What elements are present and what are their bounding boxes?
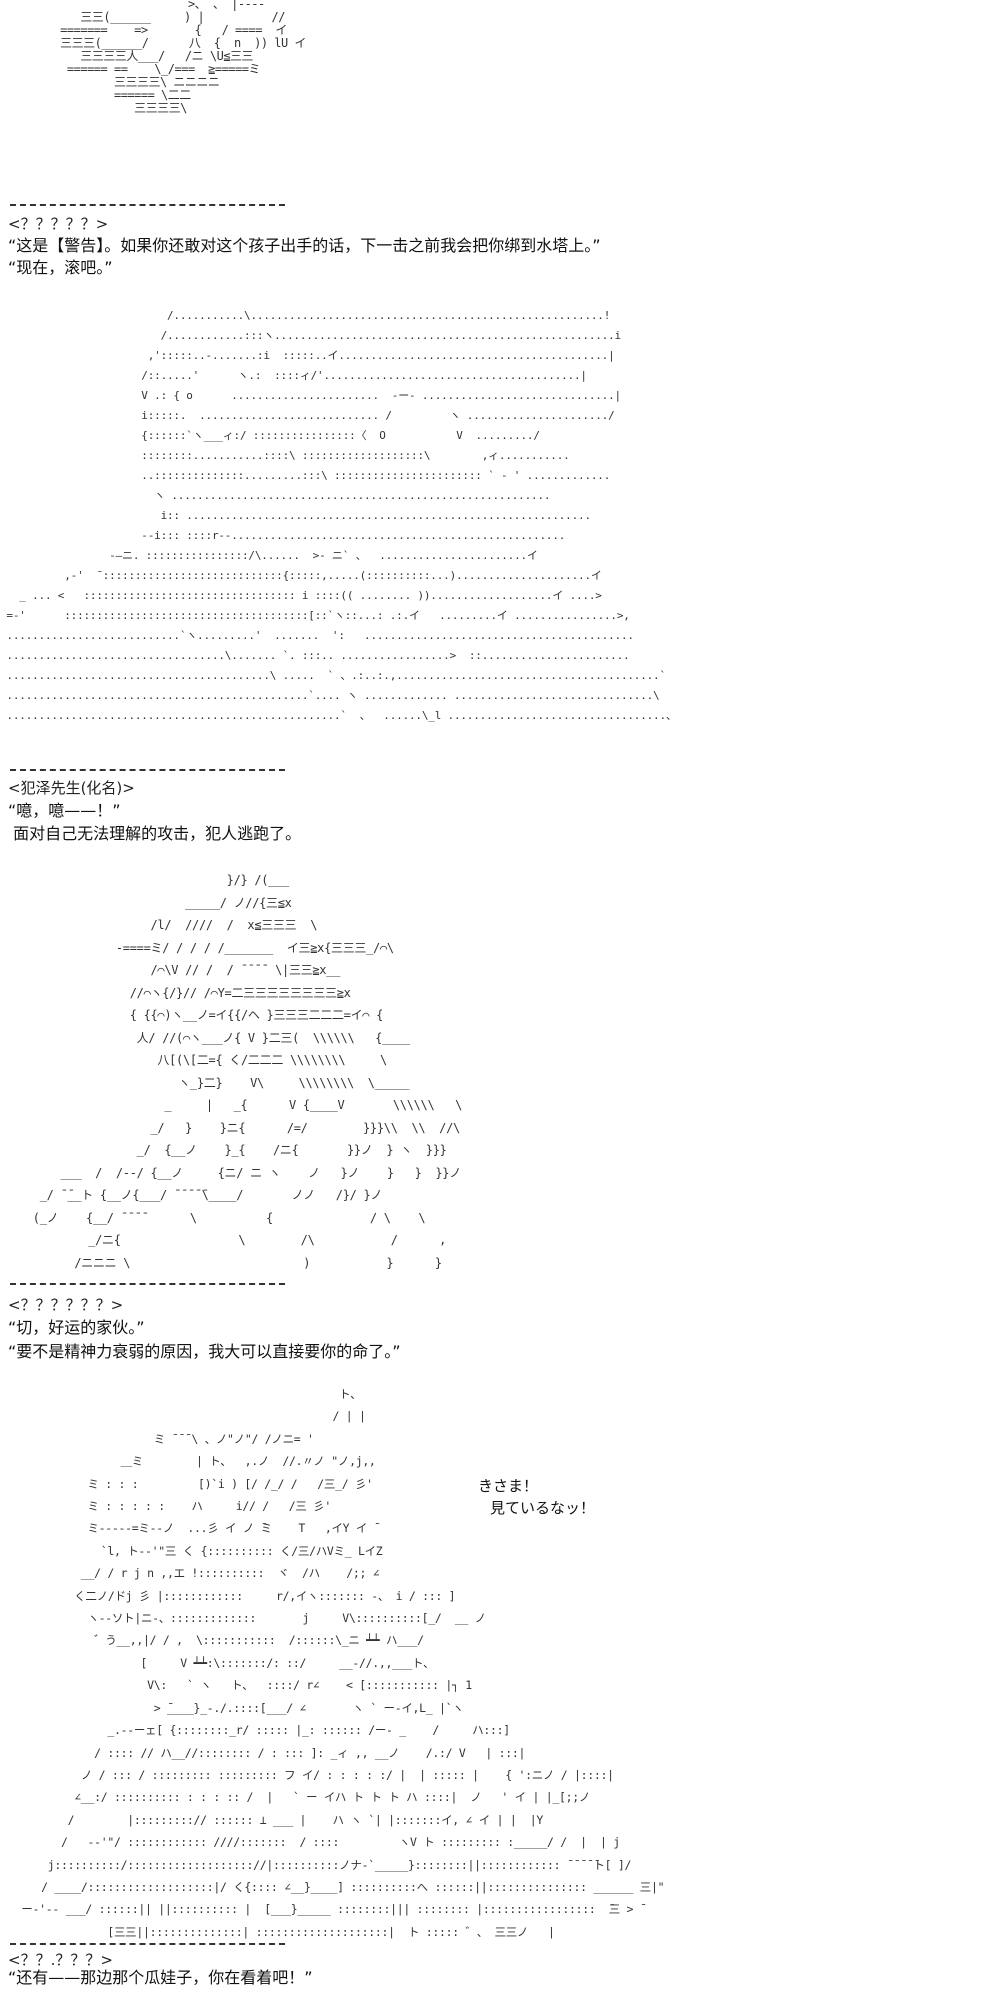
speech-bubble-text: 見ているなッ！ [490, 1499, 596, 1517]
dialogue-line: “现在，滚吧。” [8, 258, 113, 277]
dialogue-line: “还有——那边那个瓜娃子，你在看着吧！” [8, 1968, 313, 1987]
ascii-art-hand-strike: >、 、 |---- 三三(______ ) | // ======= => {… [60, 0, 306, 115]
dialogue-line: “这是【警告】。如果你还敢对这个孩子出手的话，下一击之前我会把你绑到水塔上。” [8, 236, 601, 255]
dialogue-line: “噫，噫——！” [8, 801, 121, 820]
divider [10, 769, 285, 771]
ascii-art-pointing-figure: ト、 / | | ミ ̄ ̄ ̄ \ 、ノ"ノ"/ /ノニ= ' ＿ミ | ト、… [21, 1387, 665, 1939]
divider [10, 1283, 285, 1285]
dialogue-line: “切，好运的家伙。” [8, 1318, 145, 1337]
dialogue-line: “要不是精神力衰弱的原因，我大可以直接要你的命了。” [8, 1342, 401, 1361]
dialogue-line: 面对自己无法理解的攻击，犯人逃跑了。 [8, 824, 302, 843]
speech-bubble-text: きさま！ [478, 1477, 539, 1495]
divider [10, 204, 285, 206]
ascii-art-frightened-face: /...........\...........................… [6, 309, 677, 722]
speaker-label: <犯泽先生(化名)> [8, 779, 135, 797]
ascii-art-cloaked-figure: }/} /(___ _____/ ノ//{三≦x /l/ //// / x≦三三… [32, 873, 463, 1270]
speaker-label: <？？？？？> [8, 215, 109, 233]
speaker-label: <？？.？？？> [8, 1951, 113, 1969]
divider [10, 1943, 285, 1945]
speaker-label: <？？？？？？> [8, 1296, 124, 1314]
